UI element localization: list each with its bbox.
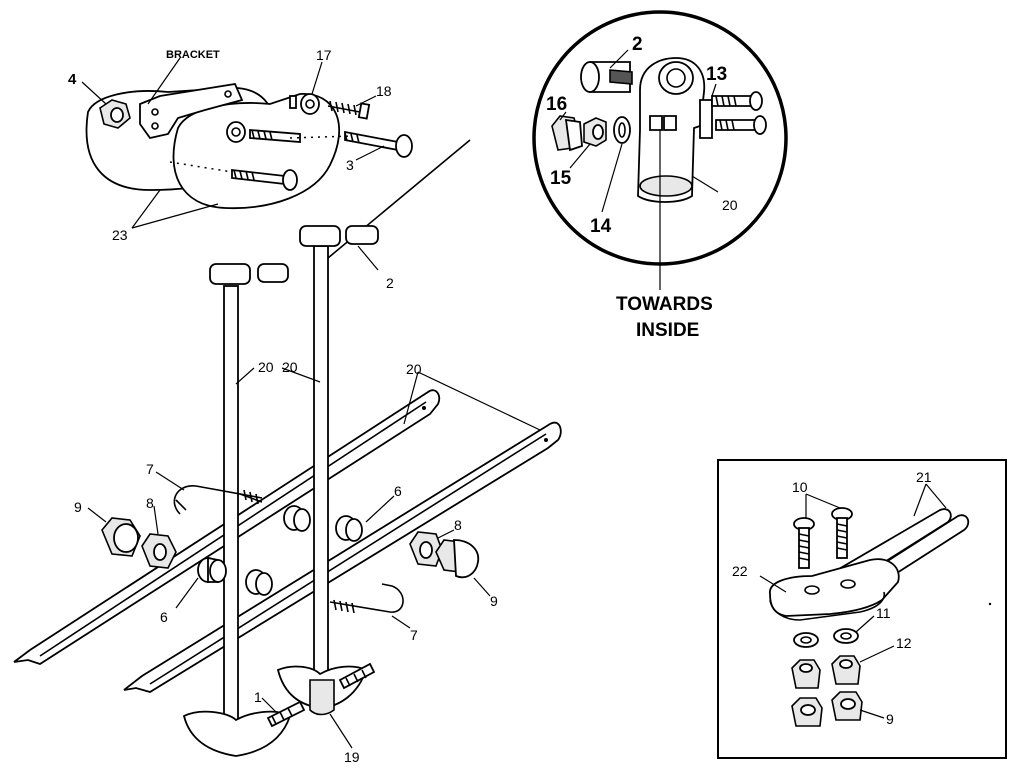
towards-note-line2: INSIDE [636, 320, 699, 341]
u-bolt-7-upper [173, 485, 263, 515]
nut-12-right [831, 655, 861, 685]
cap-nut-9-left [101, 517, 141, 557]
washer-11-right [833, 628, 859, 644]
label-13: 13 [706, 64, 727, 85]
spacer-lower-middle [245, 569, 273, 596]
label-bracket: BRACKET [166, 49, 220, 61]
label-8-left: 8 [146, 495, 154, 511]
label-20-lower: 20 [282, 359, 298, 375]
lag-screw [338, 662, 376, 690]
bolt-10-right [831, 507, 853, 559]
washer-14 [613, 116, 631, 144]
label-20-upper: 20 [258, 359, 274, 375]
label-9-right: 9 [490, 593, 498, 609]
hanger-arm-right [276, 225, 379, 716]
carriage-bolt-lower [231, 168, 298, 191]
label-8-right: 8 [454, 517, 462, 533]
label-19: 19 [344, 749, 360, 765]
bolt-10-left [793, 517, 815, 569]
main-assembly: 2 20 20 20 7 9 8 6 6 8 9 7 1 19 [13, 139, 562, 765]
seat-bracket-detail: 4 BRACKET 17 18 3 23 [68, 47, 413, 243]
cap-nut-9-right [435, 539, 480, 579]
spacer-6-lower-left [197, 556, 227, 583]
lag-screw-1 [266, 700, 306, 728]
detail-box [717, 459, 1007, 759]
label-23: 23 [112, 227, 128, 243]
label-2: 2 [632, 34, 643, 55]
label-11: 11 [876, 605, 891, 621]
nut-12-left [791, 659, 821, 689]
washer-17 [300, 93, 320, 115]
label-14: 14 [590, 216, 612, 237]
label-9-left: 9 [74, 499, 82, 515]
lock-nut-15 [583, 117, 607, 147]
label-9-box: 9 [886, 711, 894, 727]
lag-screw-18 [327, 100, 371, 120]
swing-hanger-20 [637, 57, 713, 203]
towards-note-line1: TOWARDS [616, 294, 713, 315]
spacer-6-upper-right [335, 515, 363, 542]
spacer-upper-middle [283, 505, 311, 532]
bolt [715, 115, 767, 135]
label-22: 22 [732, 563, 748, 579]
nut-4 [99, 99, 131, 129]
carriage-bolt [249, 129, 301, 143]
washer-11-left [793, 632, 819, 648]
label-12: 12 [896, 635, 912, 651]
bolt-13 [711, 91, 763, 111]
label-6-upper: 6 [394, 483, 402, 499]
label-18: 18 [376, 83, 392, 99]
label-7-lower: 7 [410, 627, 418, 643]
label-15: 15 [550, 168, 572, 189]
washer [226, 121, 246, 143]
label-2-main: 2 [386, 275, 394, 291]
label-7-upper: 7 [146, 461, 154, 477]
label-21: 21 [916, 469, 932, 485]
label-10: 10 [792, 479, 808, 495]
nut-8-right [409, 531, 443, 567]
label-4: 4 [68, 71, 77, 88]
label-20-rails: 20 [406, 361, 422, 377]
nut-8-left [141, 533, 177, 569]
hanger-clamp-detail: 2 13 16 15 14 20 TOWARDS INSIDE [532, 10, 788, 341]
bushing-2 [580, 61, 633, 93]
bracket [139, 83, 244, 140]
u-bolt-7-lower [329, 583, 404, 614]
label-17: 17 [316, 47, 332, 63]
label-20: 20 [722, 197, 738, 213]
carriage-bolt-3 [344, 130, 413, 158]
rail-end-detail: 10 21 22 11 12 9 [717, 459, 1007, 759]
label-6-lower: 6 [160, 609, 168, 625]
cap-nut-9-box-right [831, 691, 863, 721]
cap-nut-16 [551, 115, 583, 152]
cap-nut-9-box-left [791, 697, 823, 727]
label-16: 16 [546, 94, 567, 115]
hanger-arm-left [182, 263, 292, 757]
label-1: 1 [254, 689, 262, 705]
label-3: 3 [346, 157, 354, 173]
